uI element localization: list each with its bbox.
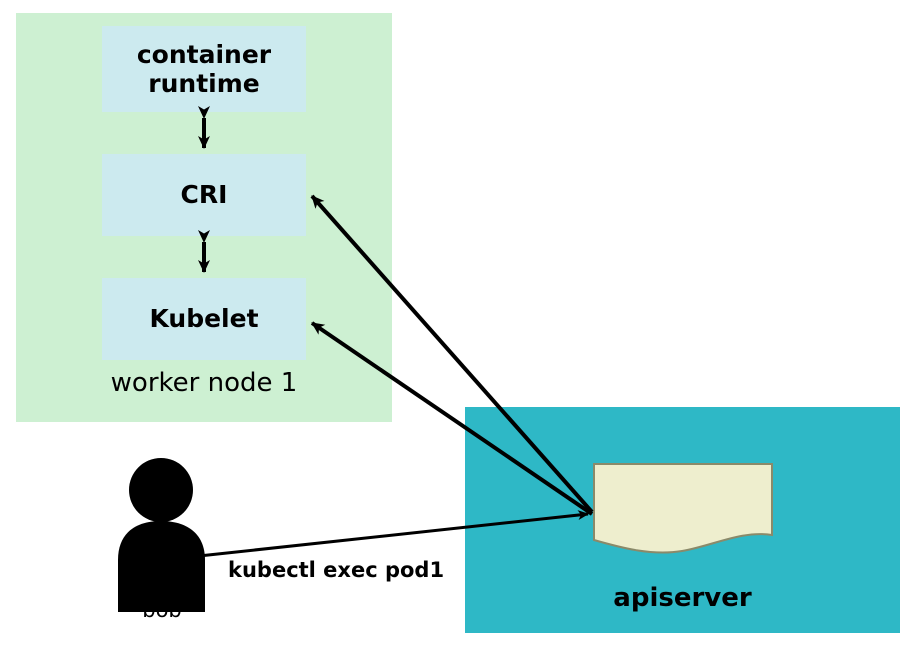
container-runtime-label: container runtime xyxy=(137,40,271,99)
kubectl-exec-command-label: kubectl exec pod1 xyxy=(228,558,445,582)
cri-box[interactable]: CRI xyxy=(102,154,306,236)
person-icon xyxy=(118,458,205,612)
container-runtime-box[interactable]: container runtime xyxy=(102,26,306,112)
kubelet-box[interactable]: Kubelet xyxy=(102,278,306,360)
actor-name-label: bob xyxy=(142,598,182,622)
worker-node-label: worker node 1 xyxy=(110,368,298,398)
pod1-label: pod1 xyxy=(647,483,719,516)
container-runtime-label-line1: container xyxy=(136,39,272,69)
apiserver-label: apiserver xyxy=(613,583,752,613)
cri-label: CRI xyxy=(180,180,228,210)
container-runtime-label-line2: runtime xyxy=(148,69,260,98)
kubelet-label: Kubelet xyxy=(149,304,259,334)
